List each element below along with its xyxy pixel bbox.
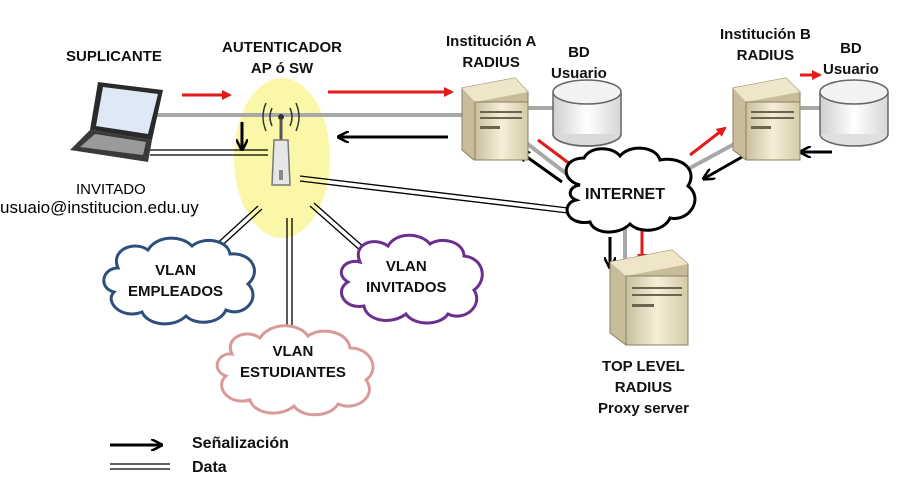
internet-label: INTERNET — [585, 186, 665, 203]
server-icon-institucion-b — [732, 77, 801, 161]
bd-b-label: BD Usuario — [823, 40, 879, 78]
red-arrows — [182, 70, 822, 264]
top-level-radius-label: TOP LEVEL RADIUS Proxy server — [598, 358, 689, 417]
server-icon-top-level — [609, 249, 689, 346]
vlan-invitados-cloud — [339, 233, 484, 325]
invitado-email: usuaio@institucion.edu.uy — [0, 198, 199, 217]
legend-senalizacion-label: Señalización — [192, 435, 289, 452]
autenticador-label: AUTENTICADOR AP ó SW — [222, 39, 342, 77]
internet-cloud — [564, 146, 697, 234]
vlan-invitados-label: VLAN INVITADOS — [366, 258, 447, 296]
vlan-estudiantes-label: VLAN ESTUDIANTES — [240, 343, 346, 381]
laptop-icon — [70, 82, 163, 162]
vlan-empleados-label: VLAN EMPLEADOS — [128, 262, 224, 300]
server-icon-institucion-a — [461, 77, 529, 161]
vlan-estudiantes-cloud — [215, 324, 375, 417]
legend — [110, 445, 170, 470]
bd-a-label: BD Usuario — [551, 44, 607, 82]
institucion-b-label: Institución B RADIUS — [720, 26, 811, 64]
database-icon-a — [552, 79, 622, 147]
invitado-label: INVITADO — [76, 181, 146, 198]
suplicante-label: SUPLICANTE — [66, 48, 162, 65]
database-icon-b — [819, 79, 889, 147]
vlan-empleados-cloud — [102, 236, 256, 326]
access-point-icon — [262, 102, 300, 186]
legend-data-line — [110, 463, 170, 470]
legend-data-label: Data — [192, 459, 227, 476]
institucion-a-label: Institución A RADIUS — [446, 33, 537, 71]
